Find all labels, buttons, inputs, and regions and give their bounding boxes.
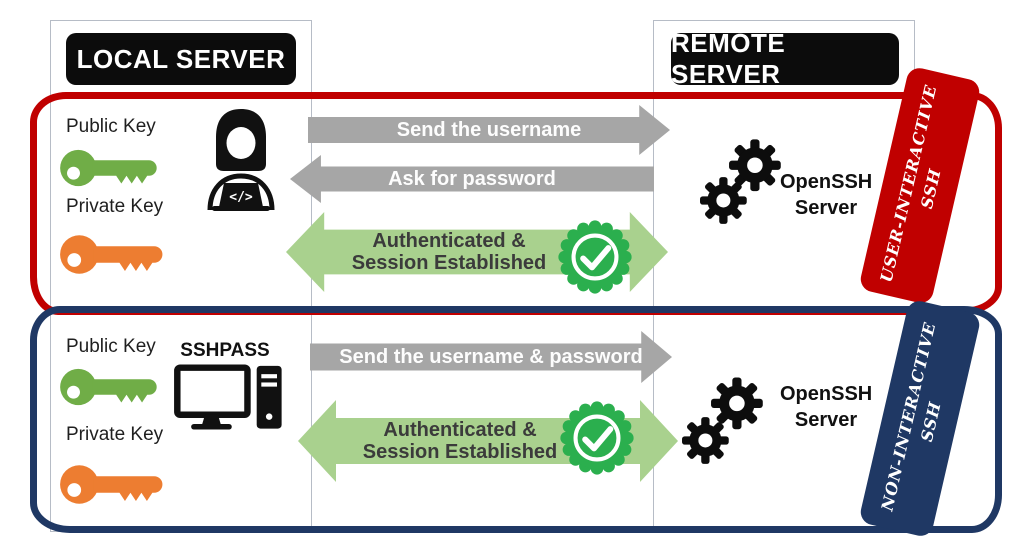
local-server-title: LOCAL SERVER — [76, 43, 286, 74]
openssh-server-label-2: OpenSSH Server — [780, 381, 872, 433]
developer-user-icon: </> — [207, 109, 275, 211]
arrow-ask-password-label: Ask for password — [388, 168, 556, 190]
public-key-icon — [60, 149, 157, 187]
arrow-send-username-label: Send the username — [396, 119, 582, 141]
openssh2-line1: OpenSSH — [780, 383, 873, 405]
sshpass-label: SSHPASS — [180, 340, 270, 361]
public-key-label-2: Public Key — [66, 336, 156, 357]
openssh-server-label: OpenSSH Server — [780, 169, 872, 221]
auth2-line2: Session Established — [362, 441, 558, 463]
check-badge-icon — [558, 220, 632, 294]
openssh-line2: Server — [794, 197, 858, 219]
private-key-icon-2 — [60, 465, 163, 504]
laptop-code-glyph: </> — [229, 190, 253, 205]
arrow-send-username-password-label: Send the username & password — [339, 346, 643, 368]
public-key-icon-2 — [60, 368, 157, 406]
private-key-label: Private Key — [66, 196, 164, 217]
arrow-authenticated-2-label: Authenticated & Session Established — [363, 419, 558, 463]
gears-icon — [700, 139, 781, 224]
openssh-line1: OpenSSH — [780, 171, 873, 193]
local-server-column — [50, 20, 312, 532]
arrow-authenticated-1-label: Authenticated & Session Established — [352, 230, 547, 274]
public-key-label: Public Key — [66, 116, 156, 137]
private-key-icon — [60, 235, 163, 274]
check-badge-icon-2 — [560, 401, 634, 475]
computer-icon — [174, 364, 282, 430]
auth-line2: Session Established — [351, 252, 547, 274]
openssh2-line2: Server — [794, 409, 858, 431]
private-key-label-2: Private Key — [66, 424, 164, 445]
gears-icon-2 — [682, 377, 763, 464]
non-interactive-zone — [30, 306, 1002, 533]
auth-line1: Authenticated & — [372, 230, 526, 252]
remote-server-header: REMOTE SERVER — [671, 28, 899, 89]
local-server-header: LOCAL SERVER — [66, 33, 296, 85]
remote-server-title: REMOTE SERVER — [671, 28, 786, 89]
auth2-line1: Authenticated & — [383, 419, 537, 441]
